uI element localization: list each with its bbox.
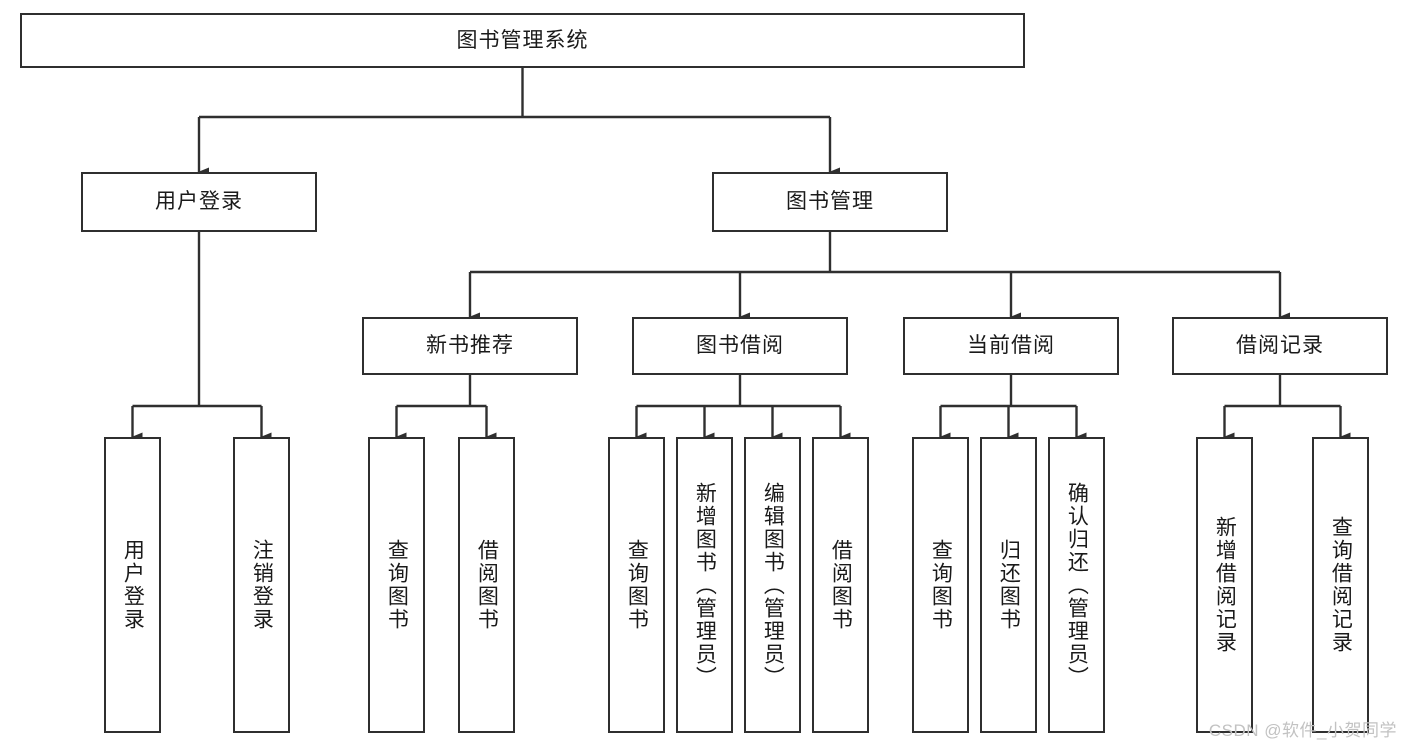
node-label: 借阅记录 [1236, 334, 1324, 358]
node-leaf-query-book-2[interactable]: 查询图书 [608, 437, 665, 733]
node-current-borrow[interactable]: 当前借阅 [903, 317, 1119, 375]
node-label: 新书推荐 [426, 334, 514, 358]
node-label: 新增借阅记录 [1213, 516, 1237, 654]
node-leaf-edit-book[interactable]: 编辑图书（管理员） [744, 437, 801, 733]
node-leaf-return-book[interactable]: 归还图书 [980, 437, 1037, 733]
node-leaf-add-record[interactable]: 新增借阅记录 [1196, 437, 1253, 733]
node-leaf-borrow-book-2[interactable]: 借阅图书 [812, 437, 869, 733]
node-label: 图书借阅 [696, 334, 784, 358]
node-leaf-query-book-3[interactable]: 查询图书 [912, 437, 969, 733]
watermark-label: CSDN @软件_小贺同学 [1208, 721, 1397, 740]
node-label: 查询借阅记录 [1329, 516, 1353, 654]
node-leaf-query-book-1[interactable]: 查询图书 [368, 437, 425, 733]
node-leaf-add-book[interactable]: 新增图书（管理员） [676, 437, 733, 733]
node-label: 查询图书 [625, 539, 649, 631]
node-book-manage[interactable]: 图书管理 [712, 172, 948, 232]
node-label: 借阅图书 [829, 539, 853, 631]
node-label: 图书管理 [786, 190, 874, 214]
node-label: 编辑图书（管理员） [761, 481, 785, 689]
node-label: 归还图书 [997, 539, 1021, 631]
node-leaf-query-record[interactable]: 查询借阅记录 [1312, 437, 1369, 733]
node-label: 用户登录 [155, 190, 243, 214]
node-root[interactable]: 图书管理系统 [20, 13, 1025, 68]
node-leaf-confirm-return[interactable]: 确认归还（管理员） [1048, 437, 1105, 733]
node-label: 图书管理系统 [456, 28, 589, 52]
node-new-book-rec[interactable]: 新书推荐 [362, 317, 578, 375]
node-label: 新增图书（管理员） [693, 481, 717, 689]
node-borrow-record[interactable]: 借阅记录 [1172, 317, 1388, 375]
node-label: 注销登录 [250, 539, 274, 631]
node-label: 查询图书 [929, 539, 953, 631]
node-label: 确认归还（管理员） [1065, 481, 1089, 689]
node-label: 借阅图书 [475, 539, 499, 631]
node-label: 当前借阅 [967, 334, 1055, 358]
node-label: 查询图书 [385, 539, 409, 631]
node-leaf-user-login[interactable]: 用户登录 [104, 437, 161, 733]
node-user-login[interactable]: 用户登录 [81, 172, 317, 232]
node-book-borrow[interactable]: 图书借阅 [632, 317, 848, 375]
edge-layer [131, 68, 1351, 442]
node-leaf-logout[interactable]: 注销登录 [233, 437, 290, 733]
node-leaf-borrow-book-1[interactable]: 借阅图书 [458, 437, 515, 733]
node-label: 用户登录 [121, 539, 145, 631]
